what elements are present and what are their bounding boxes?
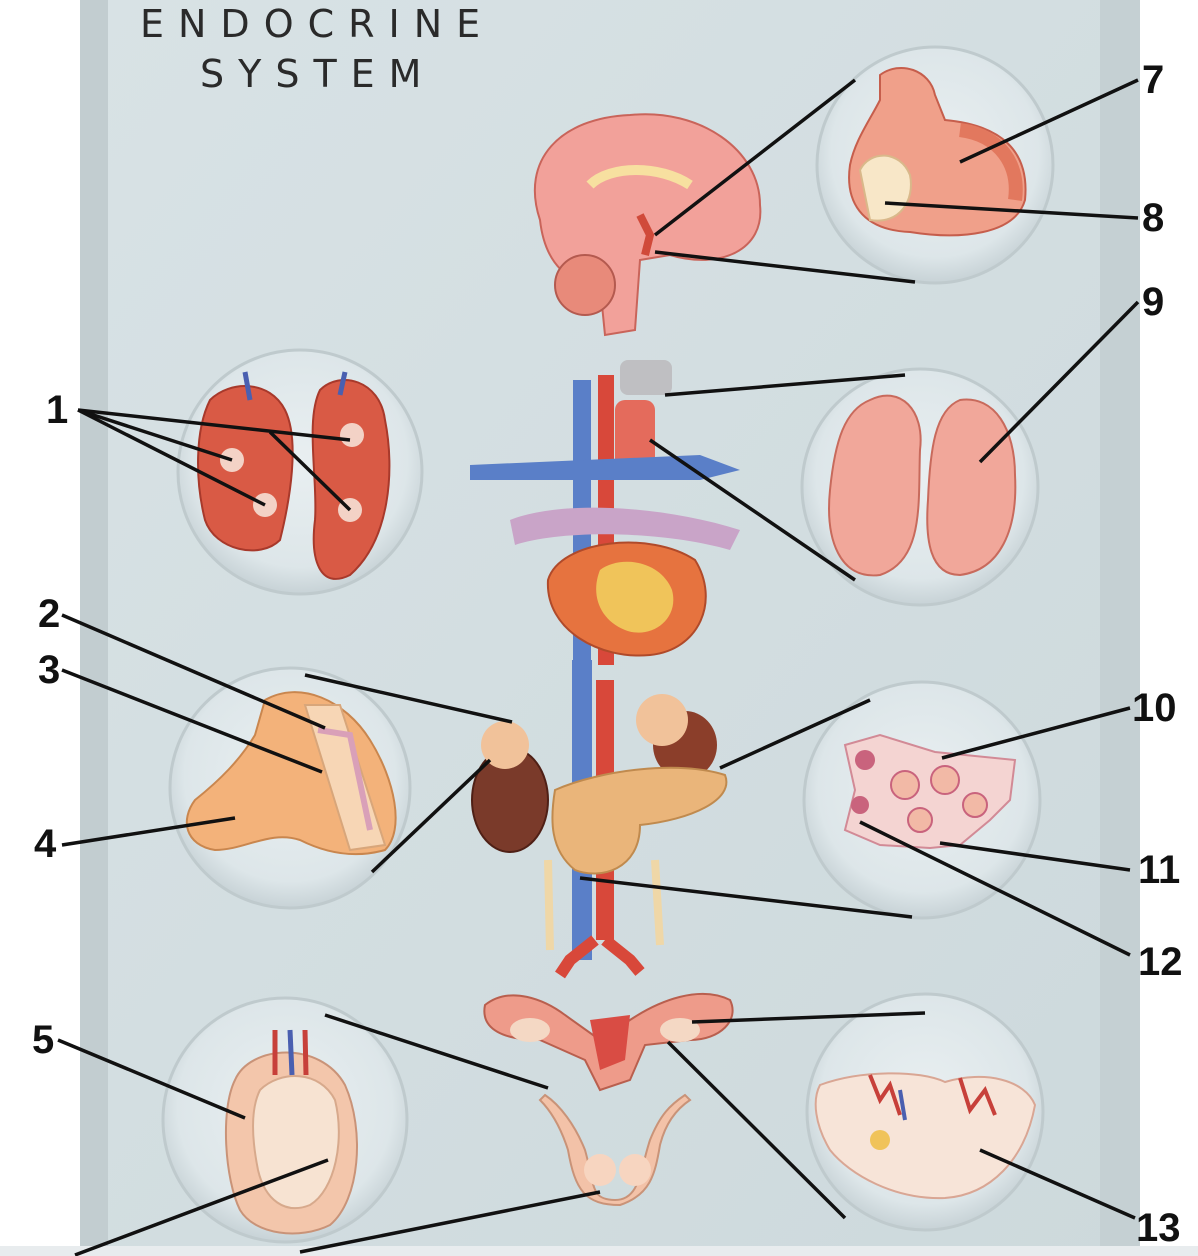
title-line-2: SYSTEM	[200, 52, 436, 96]
leader-lines	[57, 78, 1140, 1256]
prostate-model	[538, 1093, 692, 1207]
label-5: 5	[32, 1018, 55, 1062]
label-12: 12	[1138, 940, 1183, 984]
label-1: 1	[46, 388, 69, 432]
pituitary-model	[848, 66, 1027, 237]
brain-model	[534, 113, 762, 337]
label-13: 13	[1136, 1206, 1181, 1250]
label-2: 2	[38, 592, 61, 636]
label-9: 9	[1142, 280, 1165, 324]
label-11: 11	[1138, 848, 1181, 892]
label-8: 8	[1142, 196, 1165, 240]
label-10: 10	[1132, 686, 1177, 730]
ovary-model	[814, 1072, 1037, 1200]
thyroid-model	[828, 394, 1017, 577]
label-7: 7	[1142, 58, 1165, 102]
label-3: 3	[38, 648, 61, 692]
title-line-1: ENDOCRINE	[140, 2, 495, 46]
torso-model	[470, 360, 740, 979]
label-4: 4	[34, 822, 57, 866]
testis-model	[224, 1029, 358, 1235]
board-bottom-strip	[0, 1246, 1198, 1256]
board-right-edge	[1100, 0, 1140, 1256]
adrenal-model	[185, 691, 397, 856]
pancreas-islet-model	[843, 733, 1017, 850]
uterus-model	[483, 992, 734, 1092]
